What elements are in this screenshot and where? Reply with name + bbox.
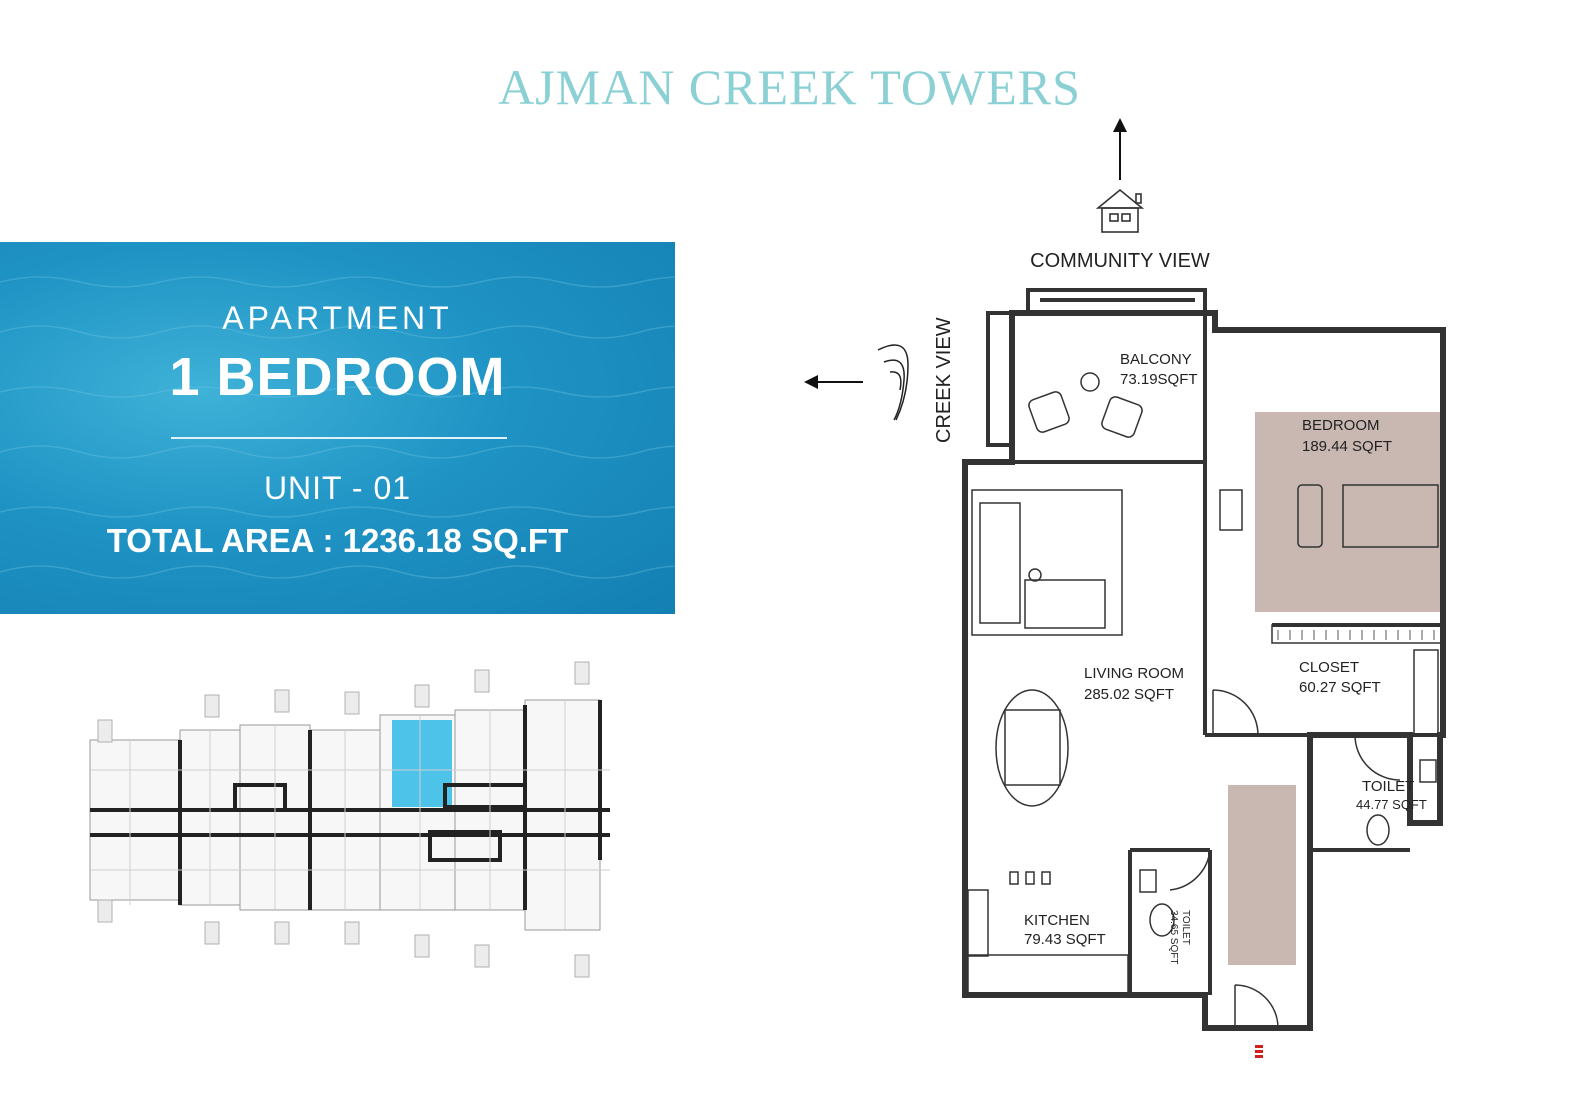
closet-label: CLOSET bbox=[1299, 659, 1359, 676]
toilet-2-area: 34.65 SQFT bbox=[1168, 910, 1179, 964]
entrance-marker-icon bbox=[1255, 1045, 1263, 1058]
toilet-2-label: TOILET bbox=[1180, 910, 1191, 945]
balcony-area: 73.19SQFT bbox=[1120, 371, 1198, 388]
floor-plan: COMMUNITY VIEW CREEK VIEW bbox=[804, 118, 1446, 1058]
house-icon bbox=[1095, 188, 1145, 233]
closet-area: 60.27 SQFT bbox=[1299, 679, 1381, 696]
toilet-area: 44.77 SQFT bbox=[1356, 797, 1427, 812]
bedroom-label: BEDROOM bbox=[1302, 417, 1380, 434]
living-room-area: 285.02 SQFT bbox=[1084, 686, 1174, 703]
apartment-info-banner: APARTMENT 1 BEDROOM UNIT - 01 TOTAL AREA… bbox=[0, 242, 675, 614]
key-plan bbox=[89, 661, 610, 978]
kitchen-label: KITCHEN bbox=[1024, 912, 1090, 929]
wave-icon bbox=[877, 344, 909, 421]
bedroom-area: 189.44 SQFT bbox=[1302, 438, 1392, 455]
total-area: TOTAL AREA : 1236.18 SQ.FT bbox=[106, 522, 569, 559]
sea-texture bbox=[0, 276, 675, 579]
divider bbox=[171, 437, 507, 439]
unit-number: UNIT - 01 bbox=[263, 470, 412, 506]
west-arrow-icon bbox=[804, 375, 863, 389]
north-arrow-icon bbox=[1113, 118, 1127, 180]
living-room-label: LIVING ROOM bbox=[1084, 665, 1184, 682]
toilet-label: TOILET bbox=[1362, 778, 1414, 795]
kitchen-area: 79.43 SQFT bbox=[1024, 931, 1106, 948]
creek-view-label: CREEK VIEW bbox=[933, 317, 955, 443]
balcony-label: BALCONY bbox=[1120, 351, 1192, 368]
highlighted-unit bbox=[392, 720, 452, 807]
apartment-type-label: APARTMENT bbox=[222, 300, 453, 336]
bedroom-floor-fill bbox=[1255, 412, 1443, 612]
community-view-label: COMMUNITY VIEW bbox=[1030, 250, 1210, 272]
brand-title: AJMAN CREEK TOWERS bbox=[498, 59, 1081, 115]
bedroom-count-heading: 1 BEDROOM bbox=[169, 347, 506, 407]
